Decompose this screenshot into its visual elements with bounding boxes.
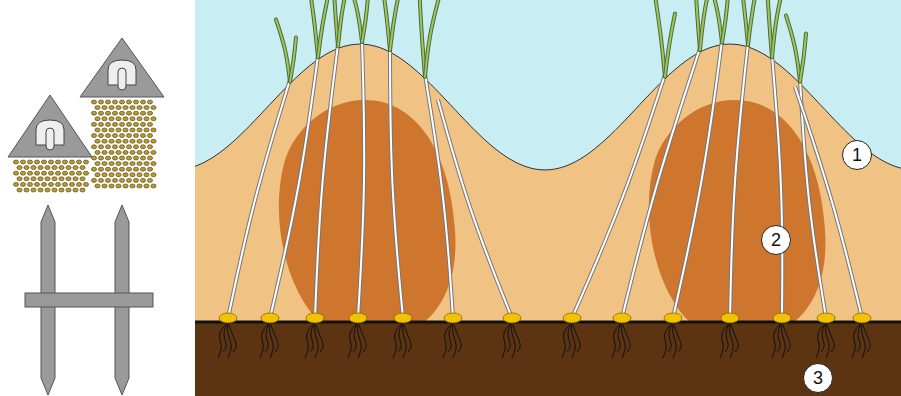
callout-text: 3 <box>813 369 823 387</box>
callout-text: 1 <box>852 146 862 164</box>
callout-number: 3 <box>803 363 833 393</box>
callout-number: 2 <box>761 225 791 255</box>
soil-section <box>195 0 901 396</box>
seed-drill <box>8 38 164 395</box>
callout-number: 1 <box>842 140 872 170</box>
callout-text: 2 <box>771 231 781 249</box>
